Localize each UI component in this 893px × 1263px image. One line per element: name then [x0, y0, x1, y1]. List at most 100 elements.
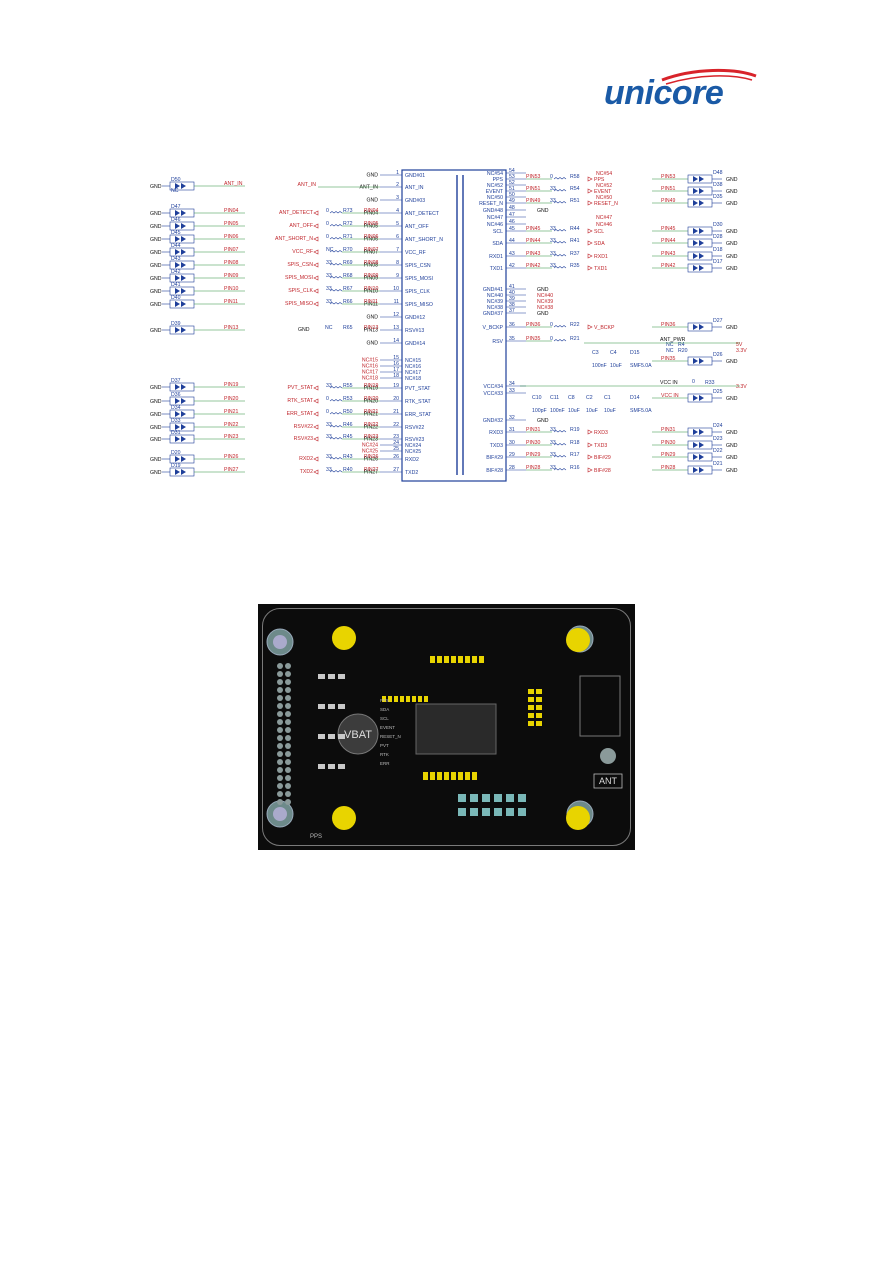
header-pin [277, 735, 283, 741]
pin-net: PIN09 [364, 276, 379, 282]
silk-label: SCL [380, 716, 389, 721]
pin-number: 27 [393, 467, 399, 473]
r33-value: 0 [692, 379, 695, 385]
rdiode-pin: PIN28 [661, 465, 676, 471]
diode-icon [175, 436, 186, 442]
pin-name: ANT_IN [405, 185, 424, 191]
pin-number: 54 [509, 168, 515, 174]
signal-arrow [313, 275, 319, 281]
smd-pad [437, 656, 442, 663]
smd-pad [430, 772, 435, 780]
diode-ref: D28 [713, 234, 723, 240]
diode-icon [175, 456, 186, 462]
resistor-value: 33 [326, 383, 332, 389]
diode-ref: D42 [171, 269, 181, 275]
pin-number: 9 [396, 273, 399, 279]
pps-label: PPS [310, 834, 322, 840]
pin-net: PIN07 [364, 250, 379, 256]
diode-pin-net: PIN20 [224, 396, 239, 402]
gnd-label: GND [726, 325, 738, 331]
header-pin [277, 671, 283, 677]
pin-name: VCC_RF [405, 250, 426, 256]
pin-number: 12 [393, 312, 399, 318]
pin-number: 4 [396, 208, 399, 214]
header-pin [285, 759, 291, 765]
resistor-icon [329, 437, 343, 440]
rseries-pin: PIN31 [526, 427, 541, 433]
smd-pad [451, 656, 456, 663]
cap-value: 100nF [592, 363, 607, 369]
signal-arrow [313, 249, 319, 255]
pin-net: PIN26 [364, 457, 379, 463]
smf-label: SMF5.0A [630, 408, 652, 414]
pin-name: GND#41 [483, 287, 503, 293]
signal-arrow [313, 385, 319, 391]
rseries-signal: V_BCKP [594, 325, 615, 331]
signal-arrow [313, 469, 319, 475]
smd-pad [536, 705, 542, 710]
smd-pad [528, 713, 534, 718]
pin-net: PIN20 [364, 399, 379, 405]
rseries-ref: R41 [570, 238, 580, 244]
pin-number: 13 [393, 325, 399, 331]
resistor-value: 33 [326, 286, 332, 292]
pin-number: 29 [509, 452, 515, 458]
gnd-label: GND [150, 399, 162, 405]
series-signal: TXD2 [300, 469, 313, 475]
gnd-label: GND [726, 443, 738, 449]
diode-icon [693, 395, 704, 401]
pin-name: NC#25 [405, 449, 421, 455]
diode-icon [175, 327, 186, 333]
pin13-value: NC [325, 325, 333, 331]
diode-ref: D37 [171, 378, 181, 384]
nc-net: NC#46 [596, 222, 612, 228]
pin-number: 36 [509, 322, 515, 328]
nc-net: NC#39 [537, 299, 553, 305]
series-pin: PIN21 [364, 409, 379, 415]
pin-number: 30 [509, 440, 515, 446]
pin-name: NC#50 [487, 195, 503, 201]
gold-pad [332, 626, 356, 650]
diode-icon [175, 262, 186, 268]
pin-net: GND [366, 315, 378, 321]
d15-label: D15 [630, 350, 640, 356]
rseries-signal: BIF#28 [594, 468, 611, 474]
r33-label: R33 [705, 380, 715, 386]
signal-arrow [313, 210, 319, 216]
resistor-icon [329, 302, 343, 305]
resistor-icon [329, 457, 343, 460]
pin-name: NC#15 [405, 358, 421, 364]
pin-number: 17 [393, 367, 399, 373]
nc-net: NC#50 [596, 195, 612, 201]
cap-value: 100pF [532, 408, 547, 414]
header-pin [285, 679, 291, 685]
pin-number: 22 [393, 422, 399, 428]
rseries-value: 0 [550, 322, 553, 328]
diode-ref: D24 [713, 423, 723, 429]
pin-number: 50 [509, 192, 515, 198]
nc-net: NC#38 [537, 305, 553, 311]
smd-pad [479, 656, 484, 663]
cap-value: 10uF [586, 408, 598, 414]
pin-number: 11 [394, 299, 399, 305]
smf-label: SMF5.0A [630, 363, 652, 369]
resistor-icon [553, 443, 567, 446]
pin-number: 15 [393, 355, 399, 361]
series-pin: PIN04 [364, 208, 379, 214]
smd-pad [444, 772, 449, 780]
pin-net: PIN04 [364, 211, 379, 217]
diode-icon [175, 275, 186, 281]
pin-name: BIF#28 [486, 468, 503, 474]
pin-number: 46 [509, 219, 515, 225]
pin-name: RSV [492, 339, 503, 345]
smd-pad [394, 696, 398, 702]
rseries-signal: RESET_N [594, 201, 618, 207]
resistor-icon [553, 468, 567, 471]
diode-pin-net: PIN22 [224, 422, 239, 428]
via-pad [494, 794, 502, 802]
smd-pad [424, 696, 428, 702]
resistor-icon [329, 224, 343, 227]
pin-net: GND [366, 341, 378, 347]
signal-arrow [587, 265, 593, 271]
